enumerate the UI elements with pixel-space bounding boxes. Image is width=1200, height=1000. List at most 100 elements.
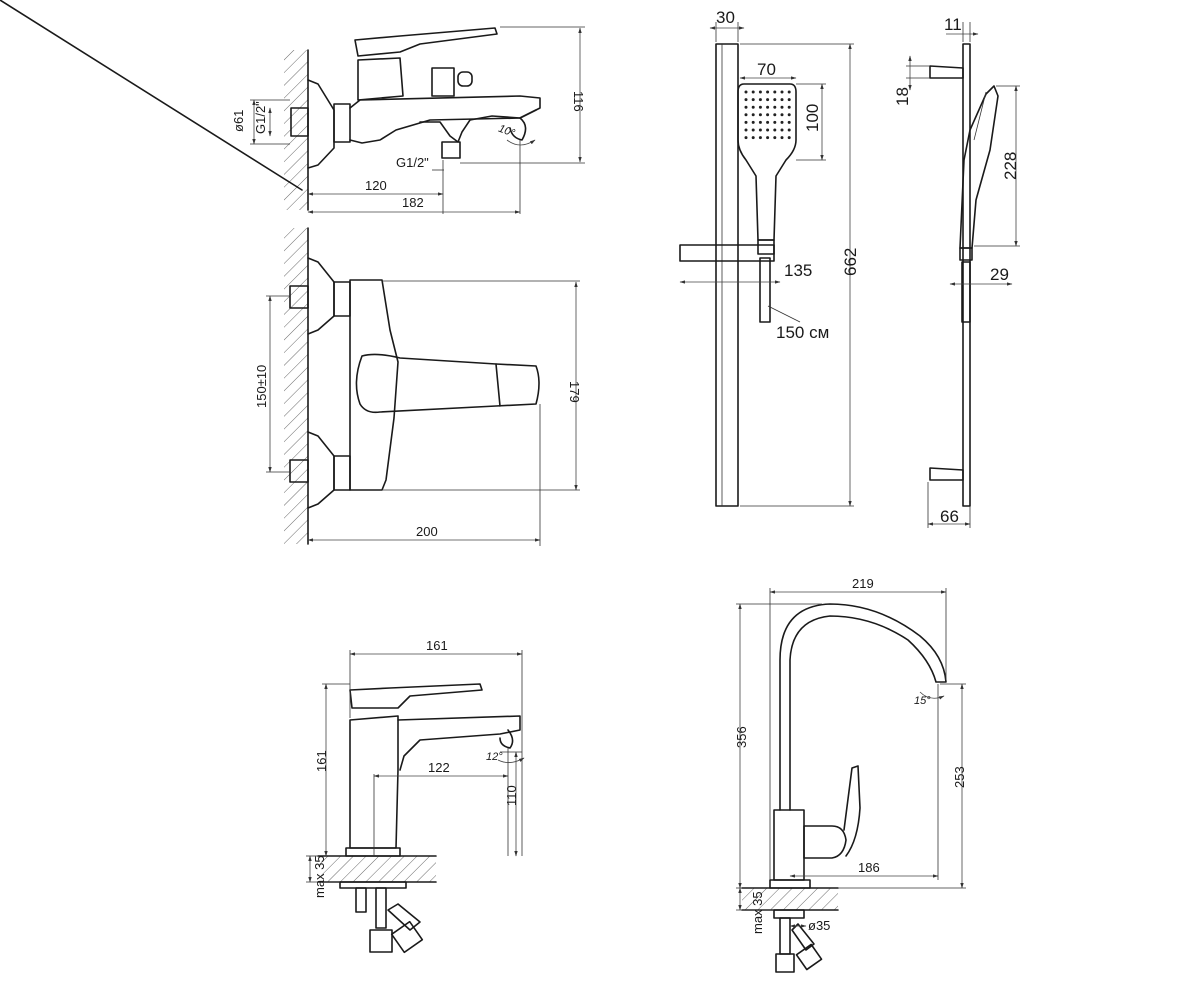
kitchen-max-thickness: max 35 (750, 891, 765, 934)
nozzle-dot (780, 136, 784, 140)
kitchen-dim-356: 356 (734, 726, 749, 748)
nozzle-dot (787, 128, 791, 132)
hose-nut-1 (369, 929, 393, 953)
nozzle-dot (751, 105, 755, 109)
nozzle-dot (780, 128, 784, 132)
nozzle-dot (744, 113, 748, 117)
kitchen-mixer-view: 219 356 253 186 15° ø35 max 35 (734, 576, 967, 973)
diverter-ring (457, 71, 473, 87)
dim-29: 29 (990, 265, 1009, 284)
slide-rail (715, 43, 739, 507)
nozzle-dot (787, 120, 791, 124)
nozzle-dot (780, 90, 784, 94)
nozzle-dot (773, 120, 777, 124)
dim-outlet-thread: G1/2" (396, 155, 429, 170)
connector-lower (289, 459, 309, 483)
nozzle-dot (744, 128, 748, 132)
basin-dim-161-width: 161 (426, 638, 448, 653)
hose-nut-2 (390, 920, 424, 954)
dim-179: 179 (567, 381, 582, 403)
kitchen-gooseneck-spout (779, 603, 947, 811)
dim-66: 66 (940, 507, 959, 526)
nozzle-dot (780, 113, 784, 117)
nozzle-dot (787, 113, 791, 117)
nozzle-dot (766, 113, 770, 117)
basin-max-thickness: max 35 (312, 855, 327, 898)
nozzle-dot (751, 136, 755, 140)
nozzle-dot (744, 120, 748, 124)
dim-centers: 150±10 (254, 365, 269, 408)
nozzle-dot (773, 98, 777, 102)
basin-dim-122: 122 (428, 760, 450, 775)
kitchen-countertop-hatch (742, 888, 838, 910)
dim-662: 662 (841, 248, 860, 276)
flange-upper (307, 257, 335, 335)
dim-182: 182 (402, 195, 424, 210)
mixer-lever (354, 27, 498, 57)
cartridge-housing (357, 57, 404, 101)
basin-aerator (499, 729, 514, 749)
nozzle-dot (766, 128, 770, 132)
nozzle-dot (787, 105, 791, 109)
nozzle-dot (751, 98, 755, 102)
lower-wall-bracket (929, 467, 964, 481)
kitchen-dim-35: ø35 (808, 918, 830, 933)
nozzle-dot (744, 105, 748, 109)
shower-set-front-view: 30 70 100 135 662 150 см (679, 8, 860, 507)
dim-135: 135 (784, 261, 812, 280)
dim-flange-diameter: ø61 (231, 110, 246, 132)
nozzle-dot (773, 136, 777, 140)
countertop-hatch (318, 856, 436, 882)
basin-angle-label: 12° (486, 751, 503, 763)
dim-11: 11 (944, 15, 962, 34)
flex-hose-3 (387, 903, 421, 931)
nozzle-dot (758, 128, 762, 132)
basin-dim-161-height: 161 (314, 750, 329, 772)
nozzle-dot (751, 120, 755, 124)
kitchen-hose-nut-2 (795, 943, 823, 971)
nozzle-dot (787, 90, 791, 94)
hose-connector (757, 239, 775, 255)
kitchen-dim-253: 253 (952, 766, 967, 788)
nozzle-dot (780, 98, 784, 102)
dim-120: 120 (365, 178, 387, 193)
wall-hatch-2 (284, 228, 308, 544)
nozzle-dot (758, 120, 762, 124)
nozzle-dot (766, 98, 770, 102)
dim-30: 30 (716, 8, 735, 27)
dim-18: 18 (893, 87, 912, 106)
dim-100: 100 (803, 104, 822, 132)
kitchen-hose-nut-1 (775, 953, 795, 973)
hand-shower-connector-side (959, 247, 973, 261)
nozzle-dot (773, 128, 777, 132)
kitchen-body (773, 809, 805, 881)
basin-dim-110: 110 (504, 785, 519, 806)
flange-lower (307, 431, 335, 509)
bath-mixer-top-view: 150±10 179 200 (254, 227, 582, 546)
nozzle-dot (780, 120, 784, 124)
nut-lower (333, 455, 351, 491)
nozzle-dot (758, 113, 762, 117)
basin-fixing-plate (339, 881, 407, 889)
nozzle-dot (766, 136, 770, 140)
basin-spout (397, 715, 521, 771)
nozzle-dot (766, 105, 770, 109)
dim-70: 70 (757, 60, 776, 79)
kitchen-hose-1 (779, 917, 791, 955)
nozzle-dot (773, 105, 777, 109)
nozzle-dot (780, 105, 784, 109)
nozzle-dot (758, 136, 762, 140)
lever-top (355, 353, 540, 414)
dim-inlet-thread: G1/2" (253, 101, 268, 134)
kitchen-angle-label: 15° (914, 695, 931, 707)
basin-mixer-view: 161 161 122 110 12° max 35 (306, 638, 525, 954)
nozzle-dot (773, 113, 777, 117)
nozzle-dot (751, 90, 755, 94)
wall-flange (307, 79, 335, 169)
nozzle-dot (758, 105, 762, 109)
flex-hose-2 (375, 887, 387, 929)
nozzle-dot (744, 90, 748, 94)
rail-side (962, 43, 971, 507)
diverter-knob (431, 67, 455, 97)
eccentric-connector (290, 107, 309, 137)
